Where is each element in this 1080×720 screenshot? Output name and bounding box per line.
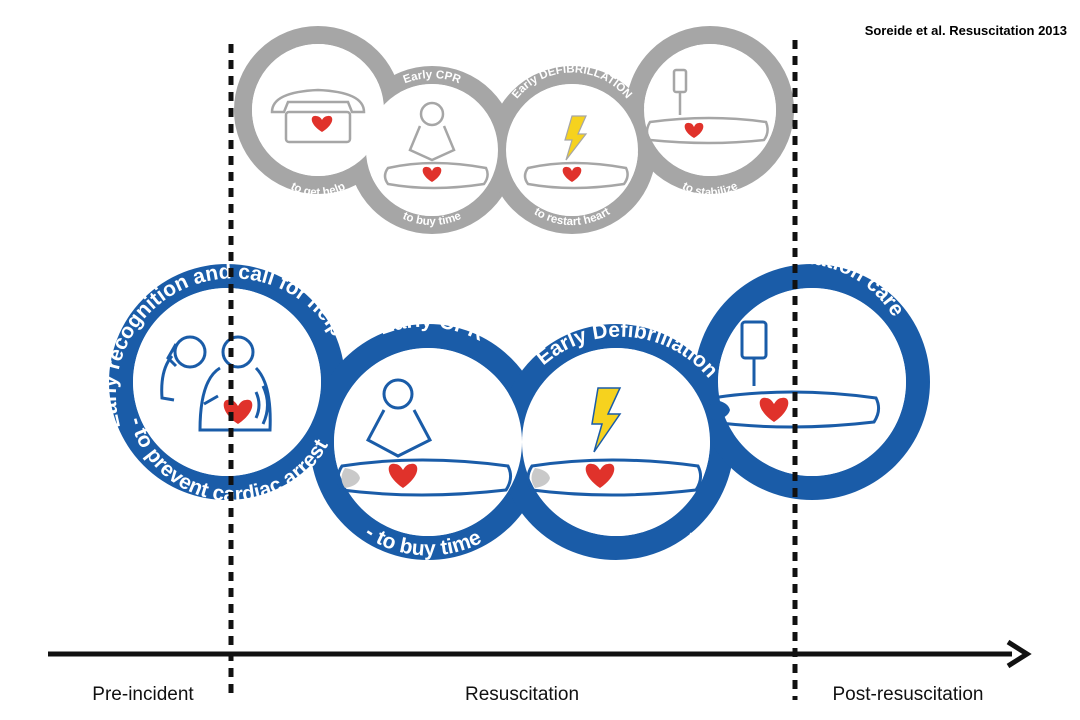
phase-post-resuscitation: Post-resuscitation [832, 684, 983, 705]
new-link-4-ring [694, 264, 930, 500]
svg-text:to buy time: to buy time [401, 210, 463, 228]
citation: Soreide et al. Resuscitation 2013 [865, 23, 1067, 38]
old-chain: Early ACCESS to get help Early CPR to bu… [234, 26, 794, 234]
svg-text:to stabilize: to stabilize [680, 180, 740, 199]
svg-text:to get help: to get help [289, 181, 347, 199]
phase-resuscitation: Resuscitation [465, 684, 579, 705]
defibrillation-icon [523, 115, 629, 190]
defibrillation-icon [526, 387, 703, 497]
telephone-icon [270, 88, 366, 144]
old-link-2-subtitle: to buy time [401, 210, 463, 228]
phase-pre-incident: Pre-incident [92, 684, 194, 705]
old-link-1-subtitle: to get help [289, 181, 347, 199]
iv-drip-icon [706, 320, 881, 429]
old-link-4-subtitle: to stabilize [680, 180, 740, 199]
old-link-4-ring [626, 26, 794, 194]
iv-drip-icon [645, 68, 769, 145]
cpr-icon [383, 101, 489, 190]
new-chain: Early recognition and call for help - to… [98, 245, 930, 586]
timeline-arrow [48, 639, 1032, 669]
cpr-icon [336, 378, 513, 497]
